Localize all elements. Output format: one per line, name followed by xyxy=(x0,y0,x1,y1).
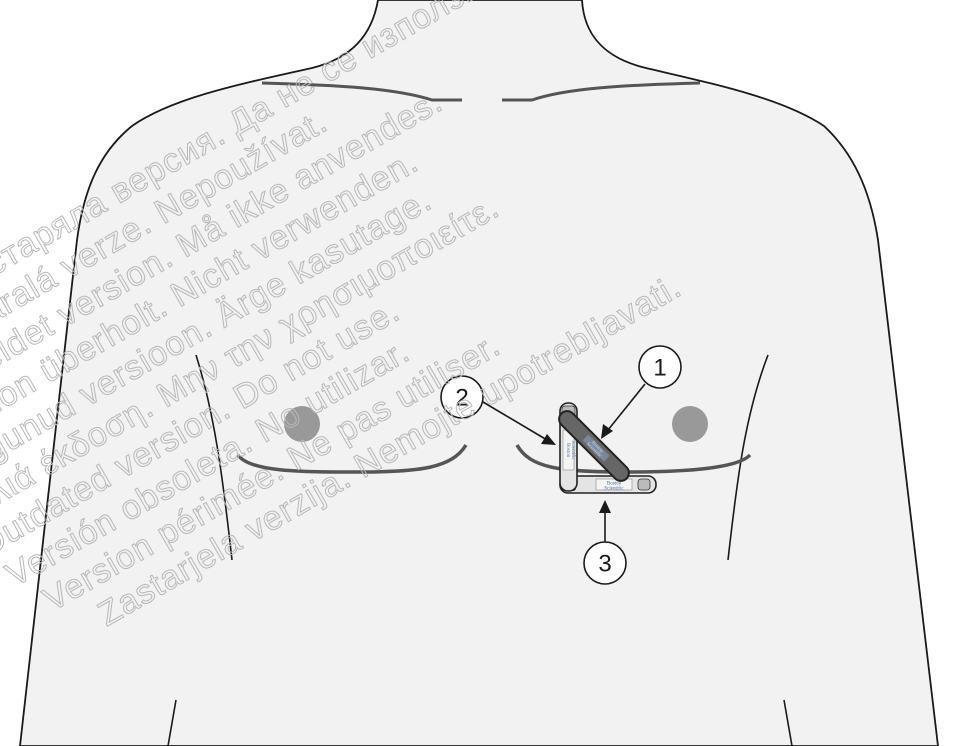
device-3-brand-bottom: Scientific xyxy=(604,487,624,492)
device-2-brand-bottom: Scientific xyxy=(570,440,575,460)
device-2-brand-top: Boston xyxy=(565,443,570,458)
left-nipple xyxy=(672,406,708,442)
callout-1-number: 1 xyxy=(653,355,666,382)
callout-3-number: 3 xyxy=(598,551,611,578)
